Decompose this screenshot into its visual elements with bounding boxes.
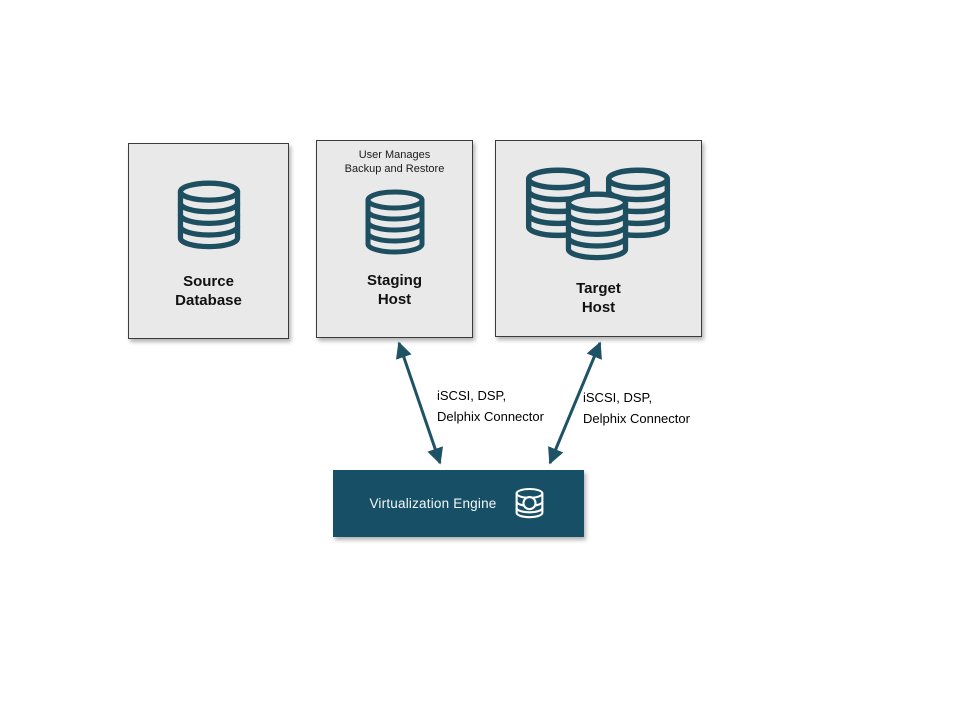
edge-label-line: iSCSI, DSP, (437, 388, 507, 403)
node-label-line: Staging (367, 272, 422, 289)
node-label-line: Database (175, 292, 242, 309)
node-label-line: Target (576, 280, 621, 297)
node-label-line: Host (581, 299, 616, 316)
virtualization-engine-label: Virtualization Engine (369, 496, 497, 511)
database-icon (565, 191, 629, 261)
node-label-line: Source (183, 273, 234, 290)
arrow-staging-to-engine (395, 341, 444, 465)
node-staging-host-label: Staging Host (317, 271, 472, 309)
node-target-host-label: Target Host (496, 279, 701, 317)
staging-note-line: Backup and Restore (344, 163, 445, 175)
edge-label-target: iSCSI, DSP, Delphix Connector (583, 387, 690, 429)
node-source-database: Source Database (128, 143, 289, 339)
edge-label-staging: iSCSI, DSP, Delphix Connector (437, 385, 544, 427)
database-ring-icon (515, 487, 543, 518)
edge-label-line: Delphix Connector (437, 409, 544, 424)
edge-label-line: iSCSI, DSP, (583, 390, 653, 405)
node-staging-host: User Manages Backup and Restore Staging … (316, 140, 473, 338)
staging-note-line: User Manages (358, 149, 431, 161)
node-label-line: Host (377, 291, 412, 308)
database-icon (177, 180, 240, 250)
node-virtualization-engine: Virtualization Engine (333, 470, 584, 537)
edge-label-line: Delphix Connector (583, 411, 690, 426)
node-source-database-label: Source Database (129, 272, 288, 310)
staging-host-note: User Manages Backup and Restore (317, 148, 472, 176)
database-icon (365, 189, 424, 255)
node-target-host: Target Host (495, 140, 702, 337)
